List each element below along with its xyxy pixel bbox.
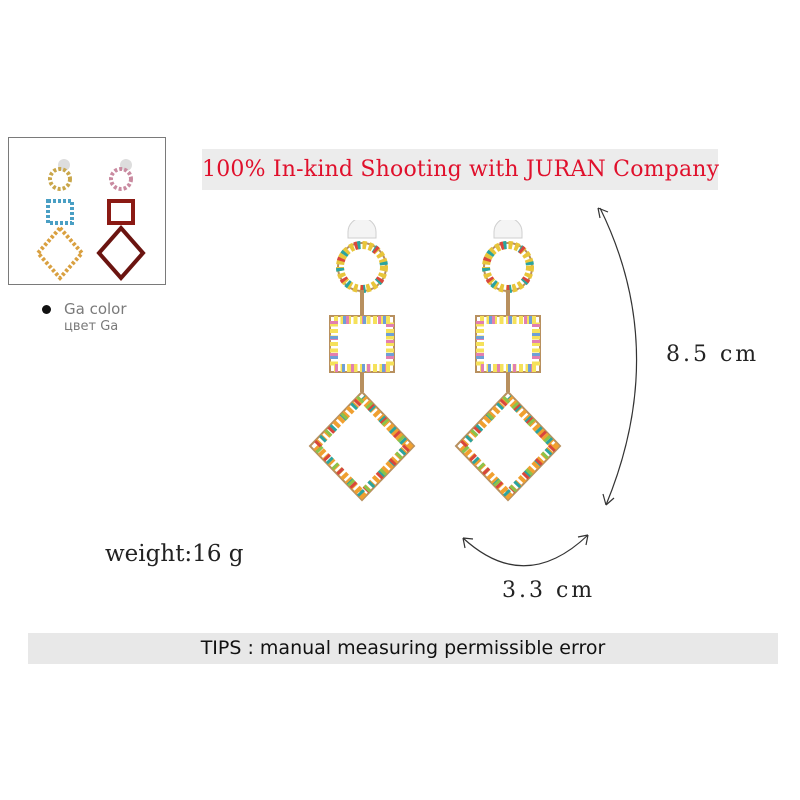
tips-bar: TIPS : manual measuring permissible erro… [28,633,778,664]
radio-dot-icon [42,305,51,314]
color-option-label: Ga color [64,300,127,318]
weight-label: weight:16 g [105,541,244,567]
thumbnail-red-earring [96,159,146,282]
height-measurement: 8.5 cm [666,342,760,367]
thumbnail-multicolor-earring [35,159,85,282]
thumbnail-earrings-image [35,159,146,282]
color-option-label-ru: цвет Ga [64,319,119,334]
width-arrow-icon [462,534,589,567]
promo-banner: 100% In-kind Shooting with JURAN Company [202,149,719,190]
height-arrow-icon [599,207,638,506]
variant-thumbnail[interactable] [8,137,166,285]
width-measurement: 3.3 cm [502,578,596,603]
